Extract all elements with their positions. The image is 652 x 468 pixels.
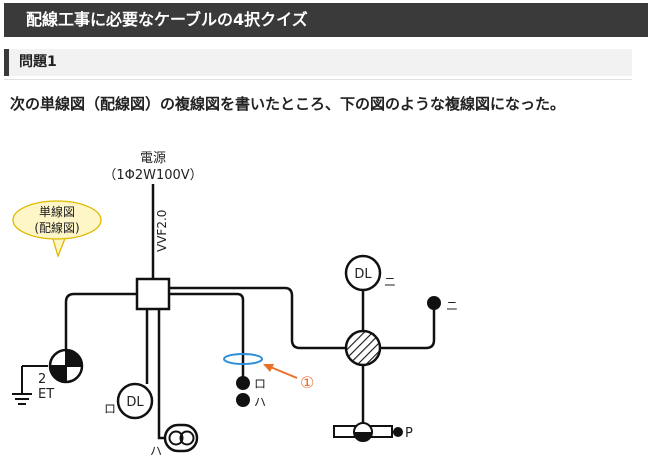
downlight-upper-label: DL	[354, 267, 372, 282]
ground-label: ET	[38, 387, 54, 402]
switch-ni-mark: ニ	[446, 299, 458, 313]
downlight-lower-label: DL	[126, 395, 144, 410]
callout-1	[263, 364, 298, 379]
question-text: 次の単線図（配線図）の複線図を書いたところ、下の図のような複線図になった。	[10, 95, 566, 113]
switch-ha-mark: ハ	[254, 395, 266, 409]
fluorescent-mark: ハ	[150, 444, 162, 458]
downlight-upper-mark: ニ	[384, 275, 396, 289]
switch-ro-mark: ロ	[254, 377, 266, 391]
pilot-outlet	[333, 422, 403, 442]
junction-box	[135, 277, 171, 311]
cable-label: VVF2.0	[155, 210, 169, 252]
receptacle-with-ground	[12, 348, 84, 405]
fluorescent-fixture	[163, 423, 199, 453]
callout-number: ①	[300, 373, 314, 392]
downlight-upper	[344, 254, 382, 292]
pilot-label: P	[405, 426, 413, 441]
switch-ni	[427, 296, 441, 310]
switch-ro	[236, 376, 250, 390]
heading-divider	[4, 79, 632, 80]
single-line-bubble: 単線図 (配線図)	[12, 200, 102, 258]
bubble-line2: (配線図)	[34, 220, 79, 235]
hatched-fixture	[344, 329, 382, 367]
question-heading: 問題1	[4, 49, 632, 76]
downlight-lower-mark: ロ	[104, 402, 116, 416]
bubble-line1: 単線図	[39, 204, 75, 219]
power-label: 電源	[140, 151, 166, 166]
ground-number: 2	[38, 372, 46, 387]
switch-ha	[236, 393, 250, 407]
question-label: 問題1	[19, 54, 57, 70]
power-spec: （1Φ2W100V）	[103, 168, 202, 183]
downlight-lower	[116, 382, 154, 420]
page-header: 配線工事に必要なケーブルの4択クイズ	[4, 3, 648, 37]
header-title: 配線工事に必要なケーブルの4択クイズ	[26, 10, 308, 29]
cable-ring	[223, 353, 263, 365]
wires	[64, 286, 436, 440]
